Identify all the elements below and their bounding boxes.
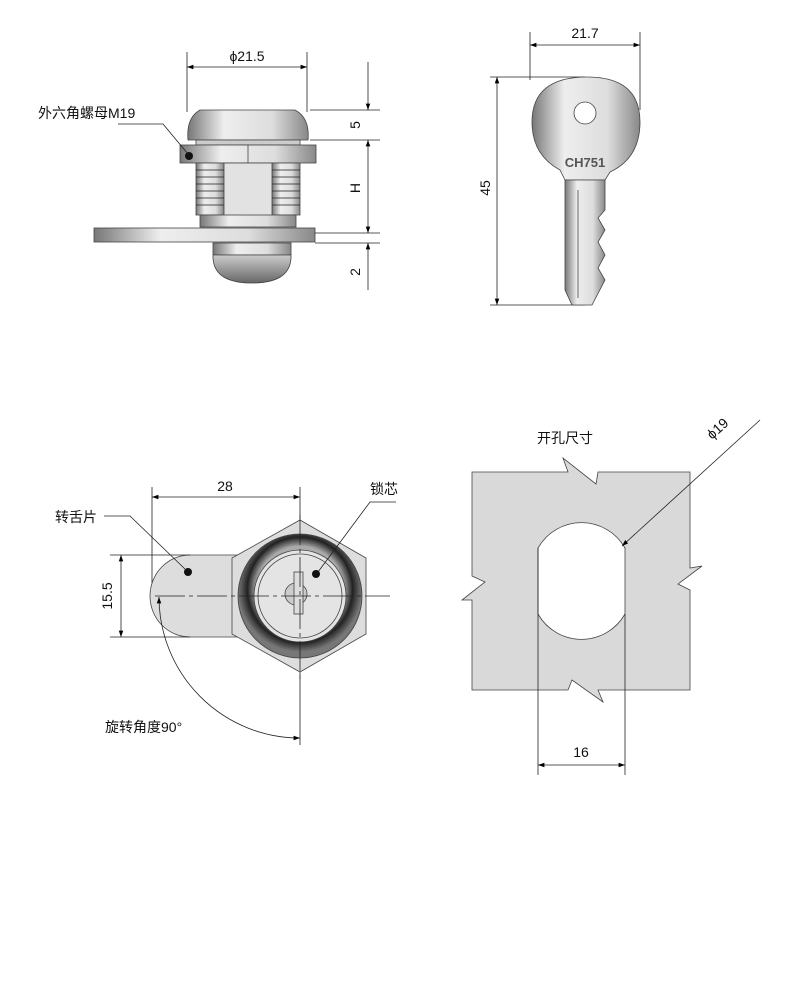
lock-front-view: 28 15.5 转舌片 锁芯 旋转角度90° <box>55 478 398 745</box>
cutout-hole <box>537 522 626 640</box>
tab-label: 转舌片 <box>55 509 97 525</box>
dim-2-label: 2 <box>347 268 363 276</box>
rotation-label: 旋转角度90° <box>105 719 182 735</box>
lock-side-view: ϕ21.5 5 H 2 外六角螺母M19 <box>38 48 380 290</box>
cam-tab <box>93 227 316 243</box>
dim-5-label: 5 <box>347 121 363 129</box>
rotation-arc <box>156 596 301 741</box>
hole-diameter-label: ϕ19 <box>703 415 731 443</box>
diameter-label: ϕ21.5 <box>229 48 264 64</box>
lock-back-dome <box>212 254 292 284</box>
key-head <box>531 76 641 181</box>
key-length-label: 45 <box>477 180 493 196</box>
key-model: CH751 <box>565 155 605 170</box>
nut-label: 外六角螺母M19 <box>38 105 135 121</box>
dim-h-label: H <box>347 183 363 193</box>
height-15-5-label: 15.5 <box>99 582 115 609</box>
key-hole <box>573 101 597 125</box>
panel-cutout: 开孔尺寸 16 ϕ19 <box>460 415 761 775</box>
lock-cap <box>187 109 309 141</box>
key-width-label: 21.7 <box>571 25 598 41</box>
key-view: 21.7 45 CH751 <box>477 25 641 306</box>
leader-dot-icon <box>185 152 193 160</box>
width-28-label: 28 <box>217 478 233 494</box>
core-label: 锁芯 <box>370 481 398 497</box>
key-blade <box>564 179 606 306</box>
flat-width-label: 16 <box>573 744 589 760</box>
cutout-title: 开孔尺寸 <box>537 430 593 446</box>
